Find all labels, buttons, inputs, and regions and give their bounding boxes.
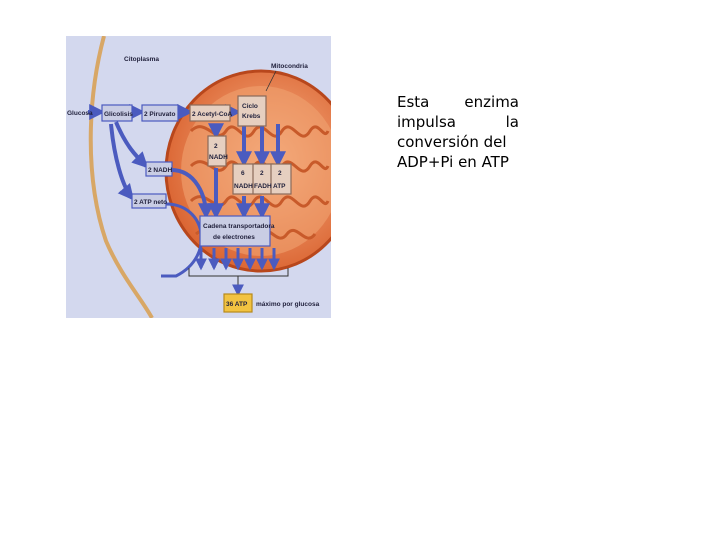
label-maximo: máximo por glucosa	[256, 301, 320, 308]
label-citoplasma: Citoplasma	[124, 56, 159, 63]
label-nadh6-num: 6	[241, 170, 245, 177]
label-mitocondria: Mitocondria	[271, 63, 308, 70]
caption-line-2: impulsa la	[397, 113, 519, 131]
krebs-box	[237, 95, 267, 127]
cellular-respiration-diagram: Citoplasma Mitocondria Glucosa Glicolisi…	[66, 36, 331, 318]
glicolisis-box	[101, 104, 133, 122]
label-nadh6-txt: NADH	[234, 183, 253, 190]
flow-arrows	[88, 104, 286, 278]
acetyl-box	[189, 104, 231, 122]
label-nadh2-txt: NADH	[209, 154, 228, 161]
label-glicolisis: Glicolisis	[104, 111, 133, 118]
label-piruvato: 2 Piruvato	[144, 111, 175, 118]
label-fadh-txt: FADH	[254, 183, 272, 190]
diagram-svg: Citoplasma Mitocondria Glucosa Glicolisi…	[66, 36, 331, 318]
label-ciclo: Ciclo	[242, 103, 258, 110]
label-atp-neto: 2 ATP neto	[134, 199, 167, 206]
label-acetil: 2 Acetyl-CoA	[192, 111, 233, 118]
label-atp36: 36 ATP	[226, 301, 248, 308]
label-fadh-num: 2	[260, 170, 264, 177]
cadena-box	[199, 215, 271, 247]
cell-membrane	[88, 36, 154, 318]
label-krebs: Krebs	[242, 113, 261, 120]
atp36-box	[223, 293, 253, 313]
mitocondria-pointer	[265, 70, 277, 92]
caption-line-1: Esta enzima	[397, 93, 519, 111]
nadh-cyto-box	[145, 161, 173, 177]
nadh2-box	[207, 135, 227, 167]
label-glucosa: Glucosa	[67, 110, 93, 117]
caption-line-3: conversión del	[397, 133, 507, 151]
atp-output-arrows	[195, 248, 280, 271]
label-atp2-num: 2	[278, 170, 282, 177]
label-nadh-cito: 2 NADH	[148, 167, 173, 174]
label-nadh2-num: 2	[214, 143, 218, 150]
label-cadena-2: de electrones	[213, 234, 255, 241]
atp2-box	[270, 163, 292, 195]
caption-text: Esta enzima impulsa la conversión del AD…	[397, 92, 519, 172]
label-atp2-txt: ATP	[273, 183, 286, 190]
label-cadena-1: Cadena transportadora	[203, 223, 275, 230]
atp-neto-box	[131, 193, 167, 209]
caption-line-4: ADP+Pi en ATP	[397, 153, 509, 171]
piruvato-box	[141, 104, 179, 122]
